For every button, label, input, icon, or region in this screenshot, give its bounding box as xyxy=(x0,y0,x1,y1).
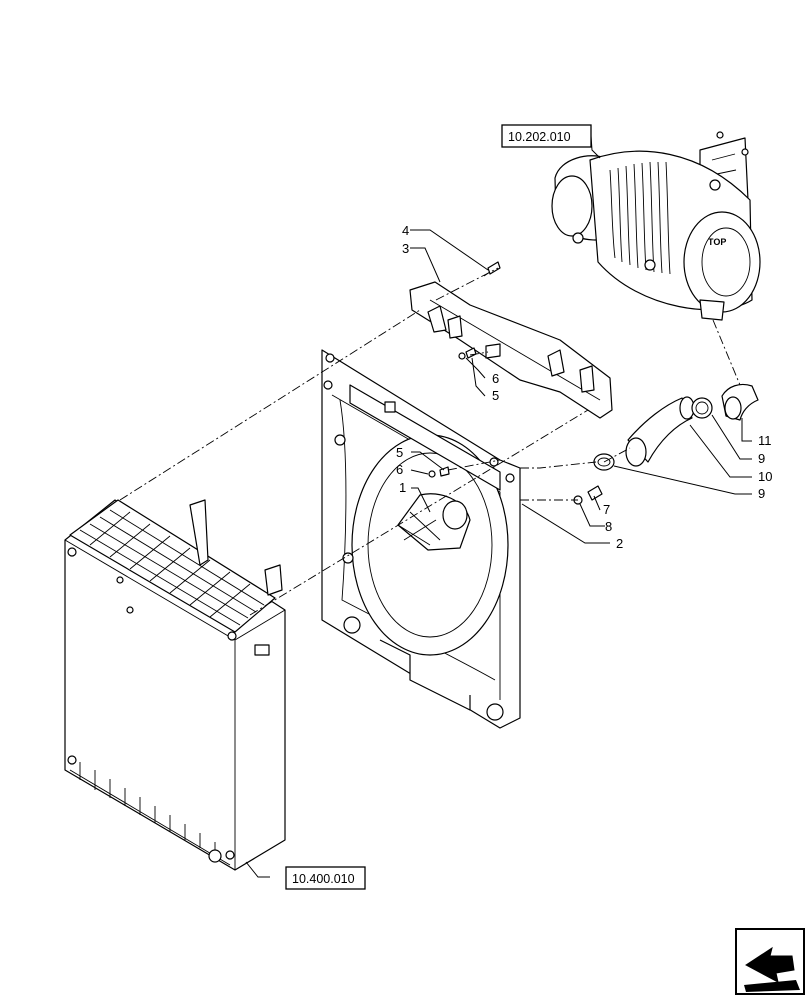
callout-7: 7 xyxy=(603,502,610,517)
ref-box-air-cleaner[interactable]: 10.202.010 xyxy=(501,124,592,148)
callout-9-lower: 9 xyxy=(758,486,765,501)
radiator-assembly xyxy=(64,499,286,871)
callout-1: 1 xyxy=(399,480,406,495)
radiator-bottom-fins xyxy=(69,762,231,866)
callout-10: 10 xyxy=(758,469,772,484)
callout-5-lower: 5 xyxy=(396,445,403,460)
callout-4: 4 xyxy=(402,223,409,238)
washer-6-lower xyxy=(428,470,436,478)
callout-6-lower: 6 xyxy=(396,462,403,477)
callout-11: 11 xyxy=(758,433,772,448)
air-cleaner-assembly: TOP xyxy=(551,131,761,321)
fan-guard xyxy=(397,493,471,551)
washer-6-upper xyxy=(458,352,466,360)
clip-plate xyxy=(485,343,501,359)
callout-3: 3 xyxy=(402,241,409,256)
next-page-arrow-icon[interactable] xyxy=(735,928,805,995)
callout-6-upper: 6 xyxy=(492,371,499,386)
leader-lines xyxy=(245,135,752,878)
assembly-lines xyxy=(119,267,741,616)
clamp-9-upper xyxy=(691,397,713,419)
callout-2: 2 xyxy=(616,536,623,551)
air-cleaner-ribs xyxy=(609,161,671,275)
svg-text:TOP: TOP xyxy=(708,237,726,247)
upper-bracket xyxy=(409,281,613,419)
ref-radiator-label: 10.400.010 xyxy=(292,872,355,886)
callout-5-upper: 5 xyxy=(492,388,499,403)
callout-8: 8 xyxy=(605,519,612,534)
hose-10 xyxy=(625,396,695,467)
callout-9-upper: 9 xyxy=(758,451,765,466)
elbow-11 xyxy=(721,383,759,421)
bolt-7 xyxy=(587,485,603,501)
ref-air-cleaner-label: 10.202.010 xyxy=(508,130,571,144)
radiator-top-tubes xyxy=(79,509,265,626)
bolt-5-upper xyxy=(465,347,477,359)
ref-box-radiator[interactable]: 10.400.010 xyxy=(285,866,366,890)
